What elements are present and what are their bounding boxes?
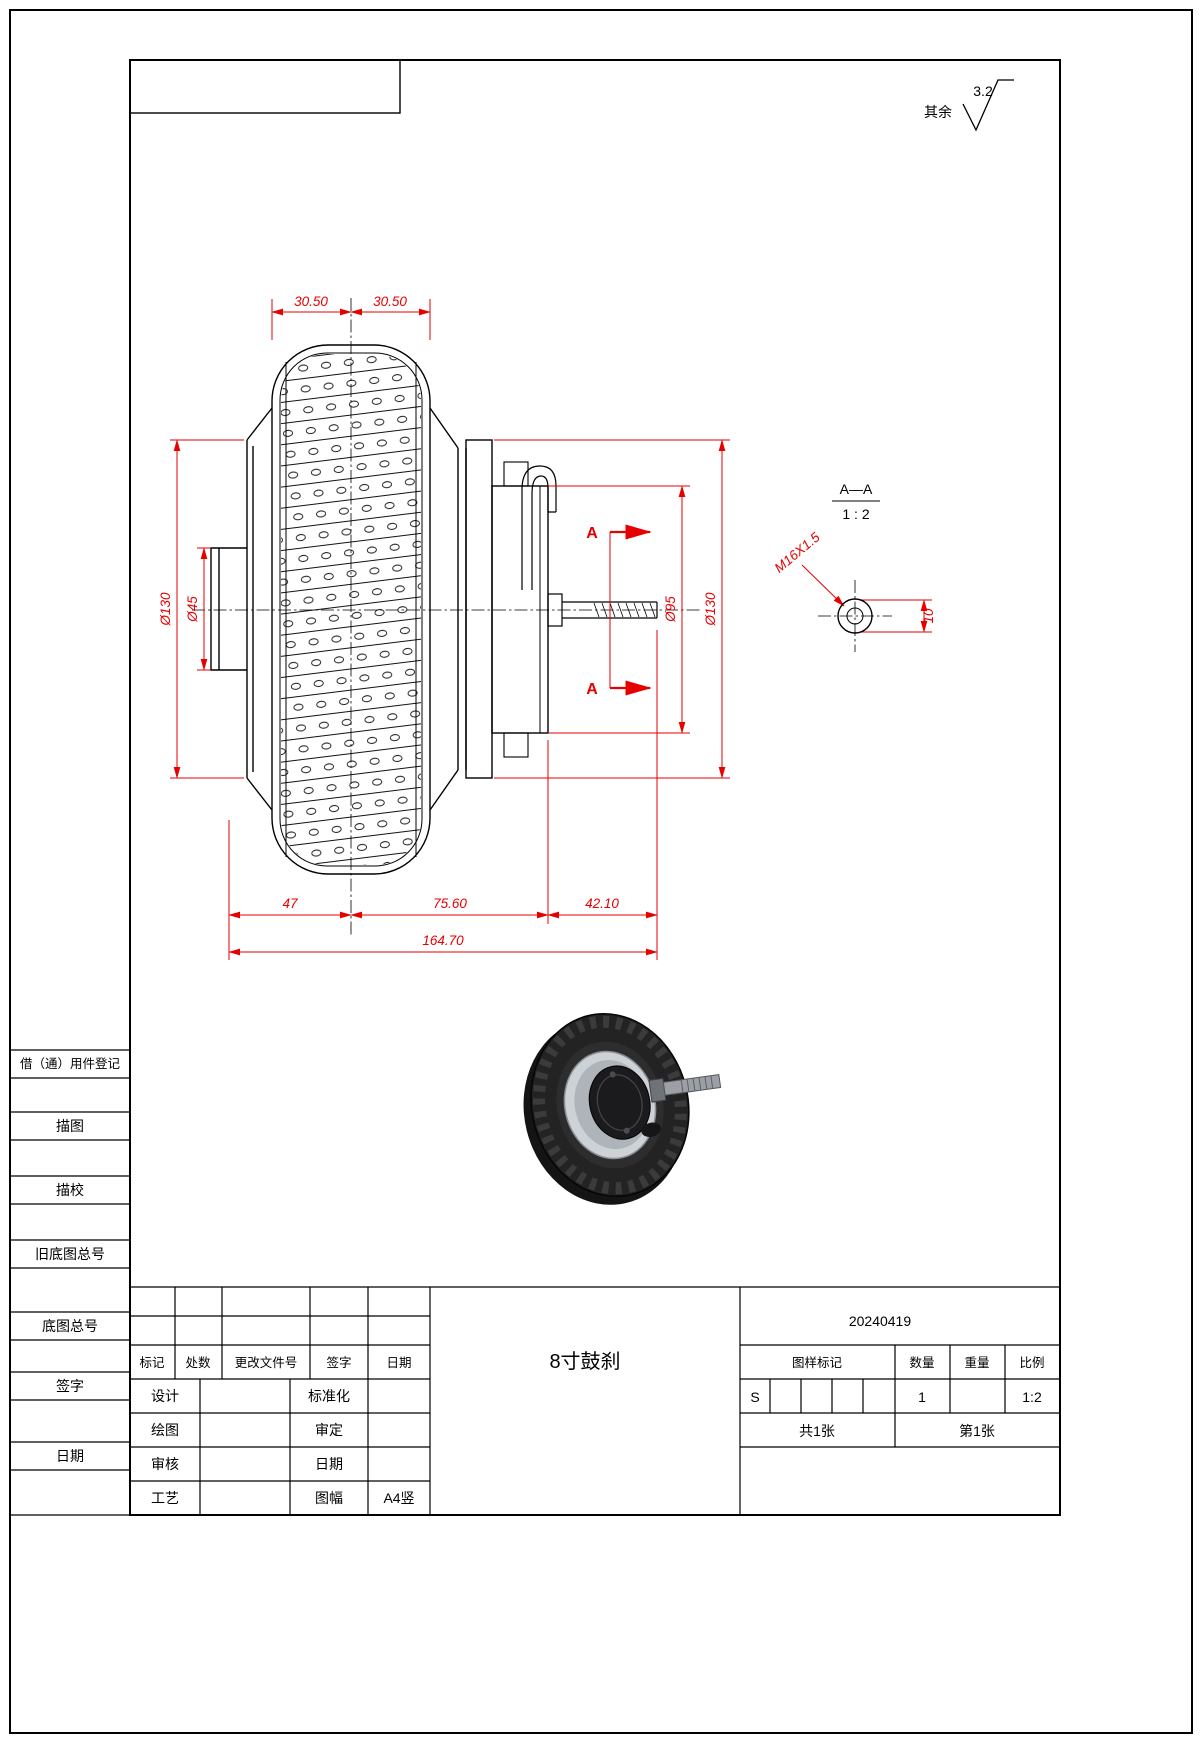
section-view-scale: 1 : 2 [842, 506, 869, 522]
left-registration-column: 借（通）用件登记 描图 描校 旧底图总号 底图总号 签字 日期 [10, 1049, 130, 1516]
section-mark-top: A [586, 525, 598, 542]
qty-value: 1 [918, 1389, 926, 1405]
top-left-box [129, 59, 401, 114]
role-draw: 绘图 [151, 1422, 179, 1438]
sample-mark-label: 图样标记 [792, 1355, 843, 1370]
axle-section-inner-circle [846, 607, 864, 625]
surface-roughness-value: 3.2 [973, 83, 993, 99]
dim-text-top-right: 30.50 [373, 294, 407, 309]
weight-label: 重量 [964, 1355, 989, 1370]
left-label-borrow: 借（通）用件登记 [20, 1056, 121, 1071]
title-block: 标记 处数 更改文件号 签字 日期 设计 绘图 审核 工艺 标准化 审定 日期 … [130, 1286, 1060, 1515]
part-name: 8寸鼓刹 [549, 1350, 620, 1373]
dim-text-dia45: Ø45 [185, 596, 200, 623]
scale-value: 1:2 [1022, 1389, 1042, 1405]
render-bolt-bottom [623, 1127, 630, 1134]
section-view-aa: A—A 1 : 2 [832, 481, 880, 634]
dimensions [170, 299, 932, 960]
sheet-borders [9, 9, 1193, 1734]
right-flange-cone [429, 407, 467, 811]
rev-sign-label: 签字 [326, 1355, 351, 1370]
rev-date-label: 日期 [386, 1356, 411, 1370]
role-design: 设计 [151, 1388, 179, 1404]
thread-leader [801, 564, 845, 607]
dim-text-4210: 42.10 [585, 896, 619, 911]
sheet-number: 第1张 [959, 1423, 995, 1439]
render-axle [648, 1073, 722, 1103]
dim-text-flats: 10 [921, 608, 936, 624]
rev-doc-label: 更改文件号 [235, 1355, 298, 1370]
stage-value: S [750, 1389, 759, 1405]
render-brake-arm [641, 1122, 662, 1137]
surface-roughness-note: 其余 3.2 [924, 79, 1014, 132]
dim-text-dia95: Ø95 [663, 596, 678, 623]
surface-note-text: 其余 [924, 104, 952, 120]
roughness-symbol-icon [962, 79, 1014, 132]
brake-plate-top-lug [503, 461, 529, 487]
date-code: 20240419 [849, 1313, 912, 1329]
dim-text-total: 164.70 [422, 933, 464, 948]
left-label-base-no: 底图总号 [42, 1318, 98, 1334]
render-bolt-top [609, 1071, 616, 1078]
role-format: 图幅 [315, 1490, 343, 1506]
thread-callout: M16X1.5 [772, 529, 823, 576]
section-mark-bottom: A [586, 681, 598, 698]
dim-text-7560: 75.60 [433, 896, 467, 911]
role-approve: 审定 [315, 1422, 343, 1438]
centerlines [192, 298, 892, 935]
qty-label: 数量 [909, 1355, 934, 1370]
brake-plate-bottom-lug [503, 732, 529, 758]
role-standardize: 标准化 [308, 1388, 350, 1404]
brake-cable-hook [521, 465, 557, 590]
role-check: 审核 [151, 1456, 179, 1472]
tire-bead-lines [285, 362, 417, 857]
left-label-signature: 签字 [56, 1378, 84, 1394]
dim-text-top-left: 30.50 [294, 294, 328, 309]
left-label-trace: 描图 [56, 1118, 84, 1134]
dimension-texts: 30.50 30.50 Ø130 Ø45 Ø95 Ø130 47 75.60 4… [158, 294, 936, 948]
format-value: A4竖 [383, 1490, 414, 1506]
dim-text-47: 47 [282, 896, 298, 911]
scale-label: 比例 [1019, 1356, 1044, 1370]
left-label-old-base-no: 旧底图总号 [35, 1246, 105, 1262]
wheel-3d-render [523, 1013, 722, 1205]
axle-section-outer-circle [837, 598, 873, 634]
section-view-title: A—A [840, 481, 873, 497]
left-label-trace-check: 描校 [56, 1182, 84, 1198]
dim-text-dia130-left: Ø130 [158, 592, 173, 627]
role-date: 日期 [315, 1456, 343, 1472]
motor-flange [465, 439, 493, 779]
left-drum [246, 407, 273, 811]
sheets-total: 共1张 [799, 1423, 835, 1439]
dim-text-dia130-right: Ø130 [703, 592, 718, 627]
wheel-side-view [210, 344, 658, 875]
hub-cap [210, 547, 247, 671]
rev-count-label: 处数 [185, 1355, 211, 1370]
left-label-date: 日期 [56, 1448, 84, 1464]
role-process: 工艺 [151, 1490, 179, 1506]
rev-mark-label: 标记 [139, 1356, 165, 1370]
